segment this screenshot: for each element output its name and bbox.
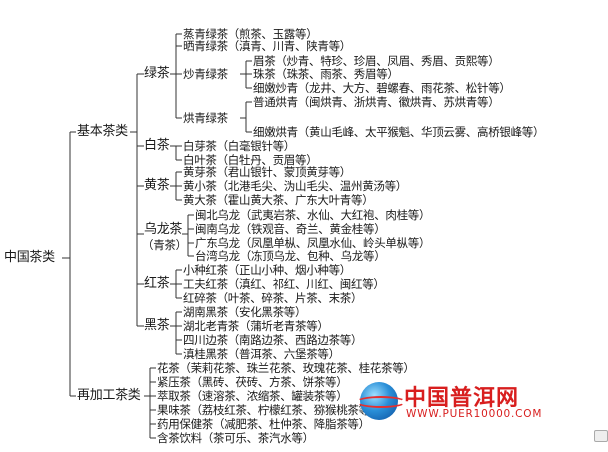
root-node: 中国茶类 <box>4 250 55 265</box>
oolong-taiwan-node: 台湾乌龙（冻顶乌龙、包种、乌龙等） <box>195 249 386 263</box>
basic-tea-node: 基本茶类 <box>77 124 128 139</box>
yellow-big-node: 黄大茶（霍山黄大茶、广东大叶青等） <box>183 193 374 207</box>
re-flower-node: 花茶（茉莉花茶、珠兰花茶、玫瑰花茶、桂花茶等） <box>157 361 415 375</box>
yellow-tea-node: 黄茶 <box>144 178 170 193</box>
red-tea-node: 红茶 <box>144 276 170 291</box>
green-baked-common-node: 普通烘青（闽烘青、浙烘青、徽烘青、苏烘青等） <box>253 95 500 109</box>
oolong-north-fujian-node: 闽北乌龙（武夷岩茶、水仙、大红袍、肉桂等） <box>195 208 431 222</box>
logo-name: 中国普洱网 <box>404 386 520 411</box>
green-fried-round-node: 珠茶（珠茶、雨茶、秀眉等） <box>253 67 399 81</box>
green-baked-node: 烘青绿茶 <box>183 111 228 125</box>
dark-sichuan-node: 四川边茶（南路边茶、西路边茶等） <box>183 333 363 347</box>
reprocessed-tea-node: 再加工茶类 <box>77 388 141 403</box>
yellow-bud-node: 黄芽茶（君山银针、蒙顶黄芽等） <box>183 165 351 179</box>
green-fried-fine-node: 细嫩炒青（龙井、大方、碧螺春、雨花茶、松针等） <box>253 81 511 95</box>
green-tea-node: 绿茶 <box>144 66 170 81</box>
green-steamed-node: 蒸青绿茶（煎茶、玉露等） <box>183 27 318 41</box>
red-souchong-node: 小种红茶（正山小种、烟小种等） <box>183 263 351 277</box>
white-tea-node: 白茶 <box>144 138 170 153</box>
dark-hubei-node: 湖北老青茶（蒲圻老青茶等） <box>183 319 329 333</box>
green-fried-long-node: 眉茶（炒青、特珍、珍眉、凤眉、秀眉、贡熙等） <box>253 54 500 68</box>
oolong-guangdong-node: 广东乌龙（凤凰单枞、凤凰水仙、岭头单枞等） <box>195 236 431 250</box>
red-broken-node: 红碎茶（叶茶、碎茶、片茶、末茶） <box>183 291 363 305</box>
dark-yunnan-node: 滇桂黑茶（普洱茶、六堡茶等） <box>183 347 340 361</box>
oolong-tea-node: 乌龙茶 <box>144 222 183 237</box>
dark-tea-node: 黑茶 <box>144 318 170 333</box>
green-baked-fine-node: 细嫩烘青（黄山毛峰、太平猴魁、华顶云雾、高桥银峰等） <box>253 125 545 139</box>
green-sun-node: 晒青绿茶（滇青、川青、陕青等） <box>183 39 351 53</box>
re-pressed-node: 紧压茶（黑砖、茯砖、方茶、饼茶等） <box>157 375 348 389</box>
white-bud-node: 白芽茶（白毫银针等） <box>183 139 295 153</box>
re-drink-node: 含茶饮料（茶可乐、茶汽水等） <box>157 431 314 445</box>
oolong-south-fujian-node: 闽南乌龙（铁观音、奇兰、黄金桂等） <box>195 222 386 236</box>
logo-url: WWW.PUER10000.COM <box>406 408 543 420</box>
green-fried-node: 炒青绿茶 <box>183 67 228 81</box>
oolong-alt-name: （青茶） <box>142 238 187 252</box>
site-watermark-logo: 中国普洱网 WWW.PUER10000.COM <box>356 378 550 428</box>
white-leaf-node: 白叶茶（白牡丹、贡眉等） <box>183 153 318 167</box>
dark-hunan-node: 湖南黑茶（安化黑茶等） <box>183 305 307 319</box>
orbit-ring-icon <box>356 396 406 408</box>
re-fruit-node: 果味茶（荔枝红茶、柠檬红茶、猕猴桃茶等） <box>157 403 381 417</box>
re-health-node: 药用保健茶（减肥茶、杜仲茶、降脂茶等） <box>157 417 370 431</box>
red-gongfu-node: 工夫红茶（滇红、祁红、川红、闽红等） <box>183 277 385 291</box>
re-extract-node: 萃取茶（速溶茶、浓缩茶、罐装茶等） <box>157 389 348 403</box>
yellow-small-node: 黄小茶（北港毛尖、沩山毛尖、温州黄汤等） <box>183 179 407 193</box>
image-corner-icon <box>594 430 608 442</box>
